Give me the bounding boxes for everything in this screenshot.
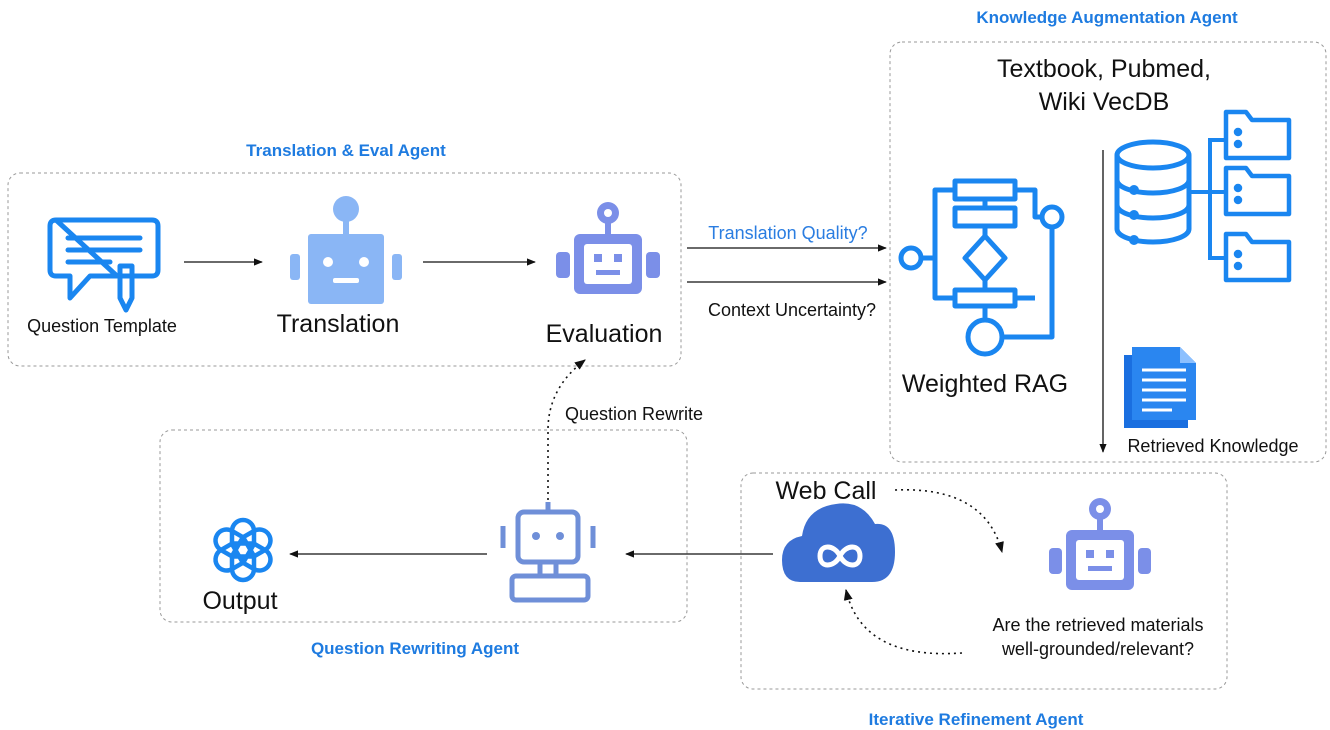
chat-edit-icon (47, 217, 161, 313)
knowledge-augmentation-agent-box (889, 41, 1327, 463)
folder-icon (1223, 231, 1292, 283)
iterative-refinement-agent-title: Iterative Refinement Agent (869, 710, 1084, 729)
question-rewriting-agent-title: Question Rewriting Agent (311, 639, 519, 658)
robot-eye (556, 532, 564, 540)
question-rewrite-arrow (547, 359, 586, 500)
translation-eval-agent-box (7, 172, 682, 367)
robot-icon (556, 202, 660, 294)
translation-label: Translation (277, 310, 400, 338)
sources-line-2: Wiki VecDB (1039, 88, 1170, 116)
folder-icon (1223, 165, 1292, 217)
grounding-question-line-2: well-grounded/relevant? (1001, 639, 1194, 659)
cloud-infinity-icon (782, 503, 895, 582)
knowledge-augmentation-agent-title: Knowledge Augmentation Agent (976, 8, 1238, 27)
validator-to-cloud-arrow (843, 588, 963, 655)
iterative-refinement-agent-box (740, 472, 1228, 690)
retrieved-knowledge-label: Retrieved Knowledge (1127, 436, 1298, 456)
robot-icon (1049, 498, 1151, 590)
question-rewrite-label: Question Rewrite (565, 404, 703, 424)
context-uncertainty-label: Context Uncertainty? (708, 300, 876, 320)
question-rewriting-agent-box (159, 429, 688, 623)
question-template-label: Question Template (27, 316, 177, 336)
openai-logo-icon (213, 517, 273, 583)
evaluation-label: Evaluation (546, 320, 663, 348)
sources-line-1: Textbook, Pubmed, (997, 55, 1211, 83)
output-label: Output (202, 587, 277, 615)
web-call-label: Web Call (776, 477, 877, 505)
document-icon (1124, 347, 1196, 428)
web-call-to-validator-arrow (894, 488, 1004, 554)
tree-connector (1189, 138, 1226, 260)
robot-eye (532, 532, 540, 540)
translation-quality-label: Translation Quality? (708, 223, 867, 243)
folder-icon (1223, 109, 1292, 161)
robot-icon (500, 502, 596, 603)
robot-icon (290, 196, 402, 304)
translation-eval-agent-title: Translation & Eval Agent (246, 141, 446, 160)
grounding-question-line-1: Are the retrieved materials (992, 615, 1203, 635)
flowchart-icon (898, 178, 1065, 357)
database-icon (1114, 139, 1192, 245)
weighted-rag-label: Weighted RAG (902, 370, 1068, 398)
